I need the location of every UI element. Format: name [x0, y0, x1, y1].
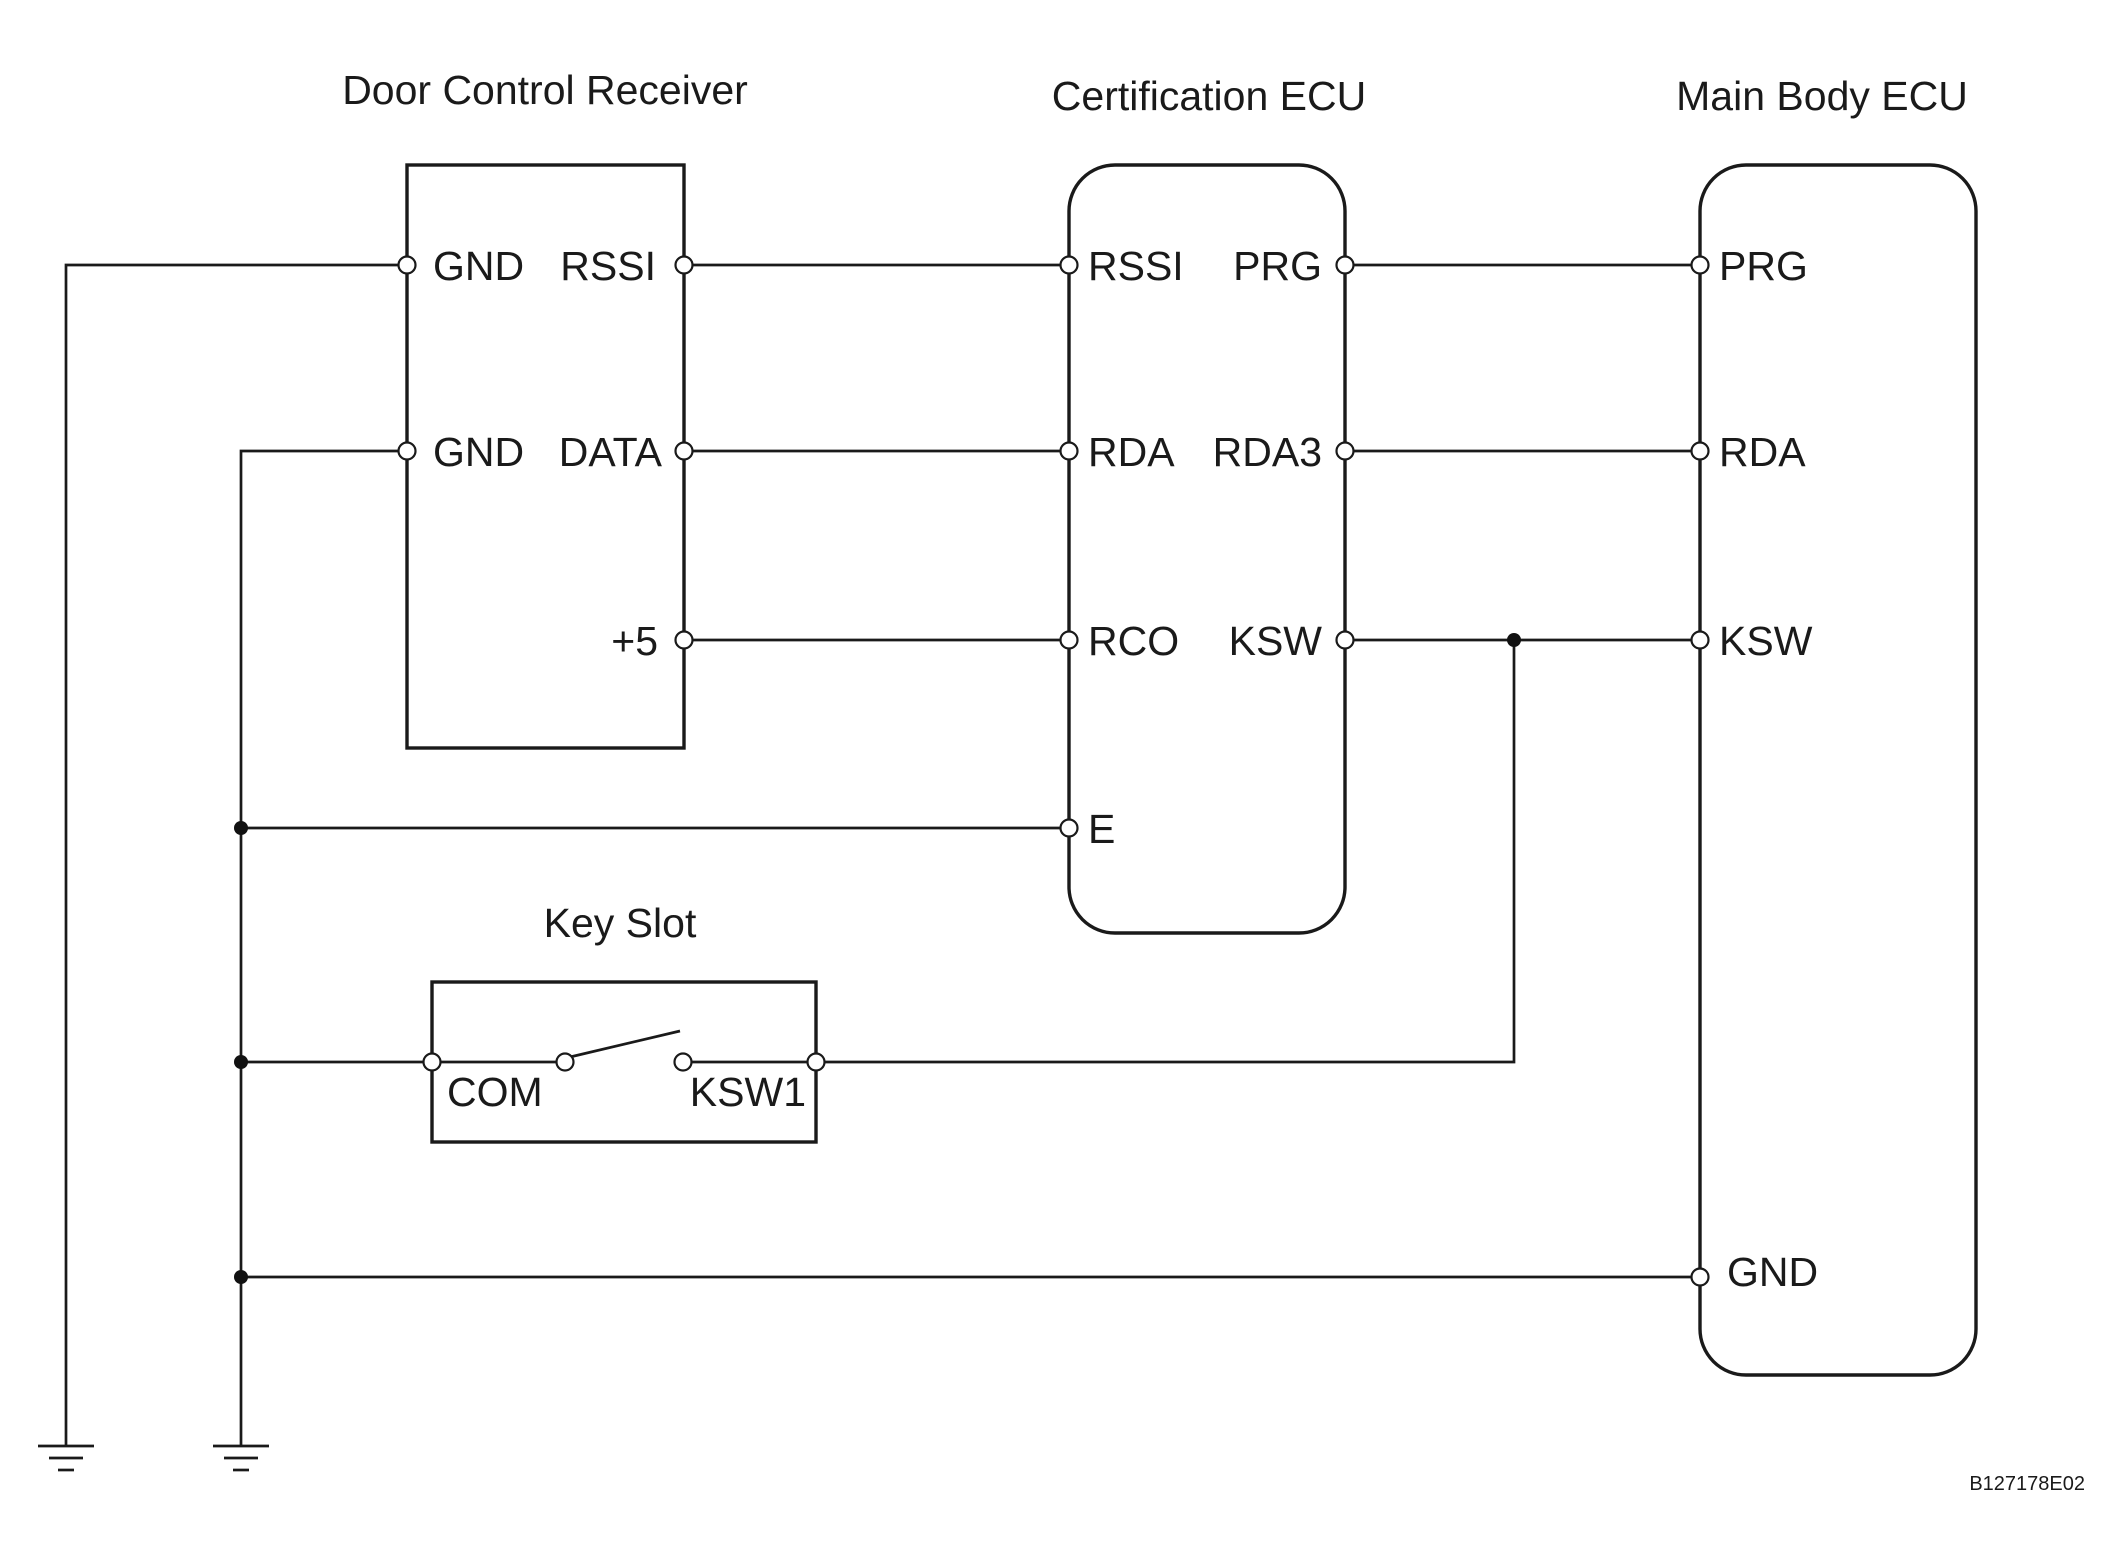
terminal: [674, 630, 694, 650]
ground-symbol: [213, 1444, 269, 1472]
switch-contact: [555, 1052, 575, 1072]
terminal: [1335, 255, 1355, 275]
terminal: [806, 1052, 826, 1072]
pin-label-rda: RDA: [1719, 429, 1806, 475]
junction-dot: [234, 1055, 248, 1069]
pin-label-rco: RCO: [1088, 618, 1179, 664]
wire-ksw-keyslot: [816, 640, 1516, 1064]
terminal: [1335, 630, 1355, 650]
certification-ecu-title: Certification ECU: [1052, 73, 1366, 119]
terminal: [674, 441, 694, 461]
terminal: [1059, 630, 1079, 650]
terminal: [1690, 630, 1710, 650]
door-control-receiver: Door Control Receiver GND RSSI GND DATA …: [342, 67, 748, 750]
pin-label-rssi: RSSI: [560, 243, 656, 289]
junction-dot: [1507, 633, 1521, 647]
terminal: [674, 255, 694, 275]
terminal: [1690, 1267, 1710, 1287]
main-body-ecu: Main Body ECU PRG RDA KSW GND: [1676, 73, 1978, 1377]
junctions: [234, 633, 1521, 1284]
pin-label-rda3: RDA3: [1213, 429, 1322, 475]
certification-ecu-box: [1067, 163, 1347, 935]
terminal: [397, 441, 417, 461]
terminal: [1059, 818, 1079, 838]
pin-label-gnd: GND: [433, 429, 524, 475]
pin-label-e: E: [1088, 806, 1115, 852]
pin-label-prg: PRG: [1719, 243, 1808, 289]
switch-contact: [673, 1052, 693, 1072]
junction-dot: [234, 1270, 248, 1284]
terminal: [1690, 441, 1710, 461]
terminal: [422, 1052, 442, 1072]
terminal: [397, 255, 417, 275]
wires: [64, 263, 1700, 1445]
terminal: [1690, 255, 1710, 275]
junction-dot: [234, 821, 248, 835]
key-slot: Key Slot COM KSW1: [422, 900, 826, 1144]
terminal: [1335, 441, 1355, 461]
key-slot-title: Key Slot: [544, 900, 697, 946]
main-body-ecu-title: Main Body ECU: [1676, 73, 1968, 119]
pin-label-ksw1: KSW1: [690, 1069, 806, 1115]
wire-gnd-receiver-top: [64, 263, 407, 1445]
certification-ecu: Certification ECU RSSI PRG RDA RDA3 RCO …: [1052, 73, 1366, 935]
pin-label-ksw: KSW: [1719, 618, 1813, 664]
pin-label-gnd: GND: [433, 243, 524, 289]
pin-label-gnd: GND: [1727, 1249, 1818, 1295]
pin-label-rda: RDA: [1088, 429, 1175, 475]
door-control-receiver-title: Door Control Receiver: [342, 67, 748, 113]
wire-gnd-receiver-second: [239, 449, 407, 1445]
diagram-code: B127178E02: [1969, 1473, 2085, 1495]
ground-symbol: [38, 1444, 94, 1472]
pin-label-ksw: KSW: [1229, 618, 1323, 664]
terminal: [1059, 255, 1079, 275]
terminal: [1059, 441, 1079, 461]
pin-label-prg: PRG: [1233, 243, 1322, 289]
pin-label-plus5: +5: [611, 618, 658, 664]
pin-label-data: DATA: [559, 429, 663, 475]
switch-contact-arm: [569, 1029, 681, 1059]
pin-label-rssi: RSSI: [1088, 243, 1184, 289]
main-body-ecu-box: [1698, 163, 1978, 1377]
pin-label-com: COM: [447, 1069, 543, 1115]
